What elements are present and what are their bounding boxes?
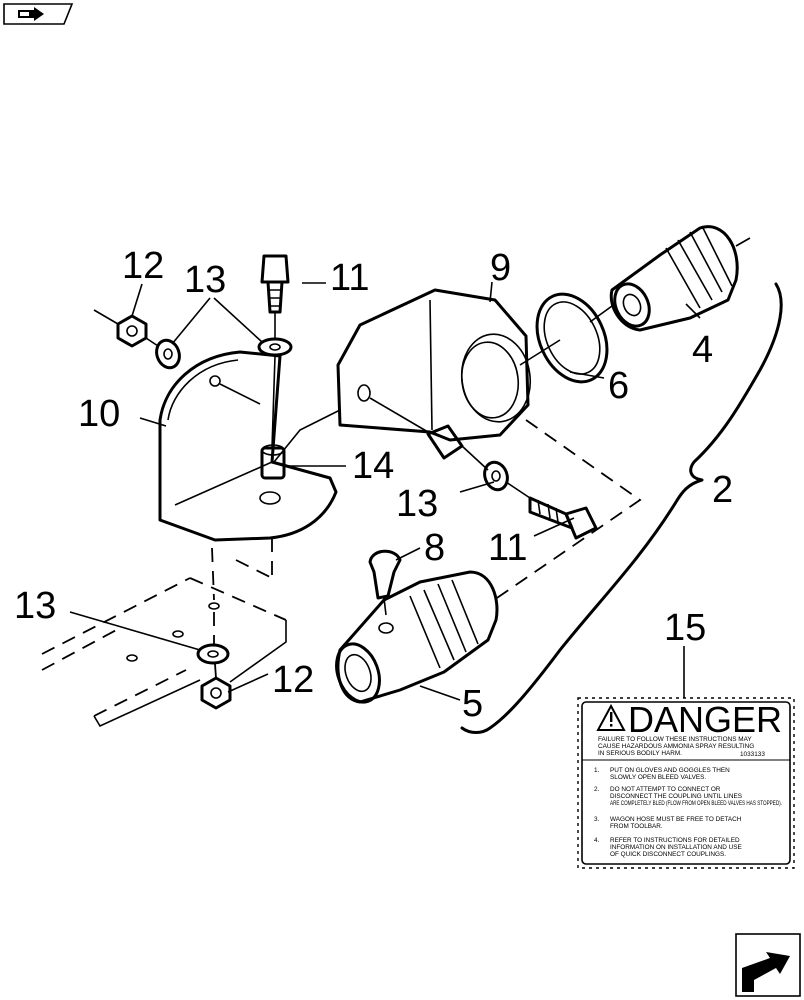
valve-part-8: [368, 549, 402, 616]
leader-lines: [69, 281, 701, 701]
danger-item-2-line-2: DISCONNECT THE COUPLING UNTIL LINES: [610, 793, 742, 800]
danger-intro-2: CAUSE HAZARDOUS AMMONIA SPRAY RESULTING: [598, 743, 754, 750]
danger-item-1-line-2: SLOWLY OPEN BLEED VALVES.: [610, 774, 706, 781]
danger-item-4-line-3: OF QUICK DISCONNECT COUPLINGS.: [610, 851, 726, 858]
danger-item-2-line-3: ARE COMPLETELY BLED (FLOW FROM OPEN BLEE…: [610, 800, 782, 807]
book-pointer-icon[interactable]: [3, 3, 74, 25]
danger-decal-part-15: DANGER FAILURE TO FOLLOW THESE INSTRUCTI…: [577, 697, 795, 869]
nut-part-12: [116, 314, 232, 710]
callout-6: 6: [608, 365, 629, 407]
danger-item-4-line-1: REFER TO INSTRUCTIONS FOR DETAILED: [610, 837, 740, 844]
callout-15: 15: [664, 607, 706, 649]
coupling-part-4: [609, 225, 751, 332]
danger-intro-3: IN SERIOUS BODILY HARM.: [598, 750, 682, 757]
danger-intro-1: FAILURE TO FOLLOW THESE INSTRUCTIONS MAY: [598, 736, 752, 743]
callout-4: 4: [692, 329, 713, 371]
danger-item-3-number: 3.: [594, 816, 600, 823]
danger-item-3-line-2: FROM TOOLBAR.: [610, 823, 663, 830]
callout-13-mid: 13: [396, 483, 438, 525]
callout-labels: 12 13 11 9 6 4 10 14 2 13 11 8 13 12 5 1…: [14, 245, 733, 725]
callout-9: 9: [490, 247, 511, 289]
danger-item-2-number: 2.: [594, 786, 600, 793]
callout-11-top: 11: [330, 257, 369, 299]
callout-11-mid: 11: [488, 527, 527, 569]
callout-13-top: 13: [184, 259, 226, 301]
callout-12-top: 12: [122, 245, 164, 287]
danger-item-1-number: 1.: [594, 767, 600, 774]
callout-8: 8: [424, 527, 445, 569]
danger-item-4-number: 4.: [594, 837, 600, 844]
bracket-part-10: [158, 350, 338, 542]
washer-part-13: [155, 337, 509, 665]
assembly-bracket-2: [460, 282, 783, 734]
callout-5: 5: [462, 683, 483, 725]
bolt-part-11: [260, 254, 598, 540]
warning-triangle-icon: [596, 703, 626, 731]
callout-10: 10: [78, 393, 120, 435]
next-page-arrow-icon[interactable]: [735, 933, 801, 997]
danger-item-3-line-1: WAGON HOSE MUST BE FREE TO DETACH: [610, 816, 742, 823]
coupling-part-5: [335, 570, 499, 704]
danger-part-number: 1033133: [740, 751, 765, 758]
danger-item-1-line-1: PUT ON GLOVES AND GOGGLES THEN: [610, 767, 730, 774]
danger-title: DANGER: [628, 699, 782, 740]
callout-13-bottom: 13: [14, 585, 56, 627]
callout-12-bottom: 12: [272, 659, 314, 701]
callout-2: 2: [712, 469, 733, 511]
danger-item-4-line-2: INFORMATION ON INSTALLATION AND USE: [610, 844, 742, 851]
callout-14: 14: [352, 445, 394, 487]
danger-item-2-line-1: DO NOT ATTEMPT TO CONNECT OR: [610, 786, 721, 793]
toolbar-plate: [41, 577, 287, 728]
bracket-part-9: [336, 288, 532, 442]
o-ring-part-6: [535, 292, 609, 384]
assembly-lines: [93, 305, 642, 679]
